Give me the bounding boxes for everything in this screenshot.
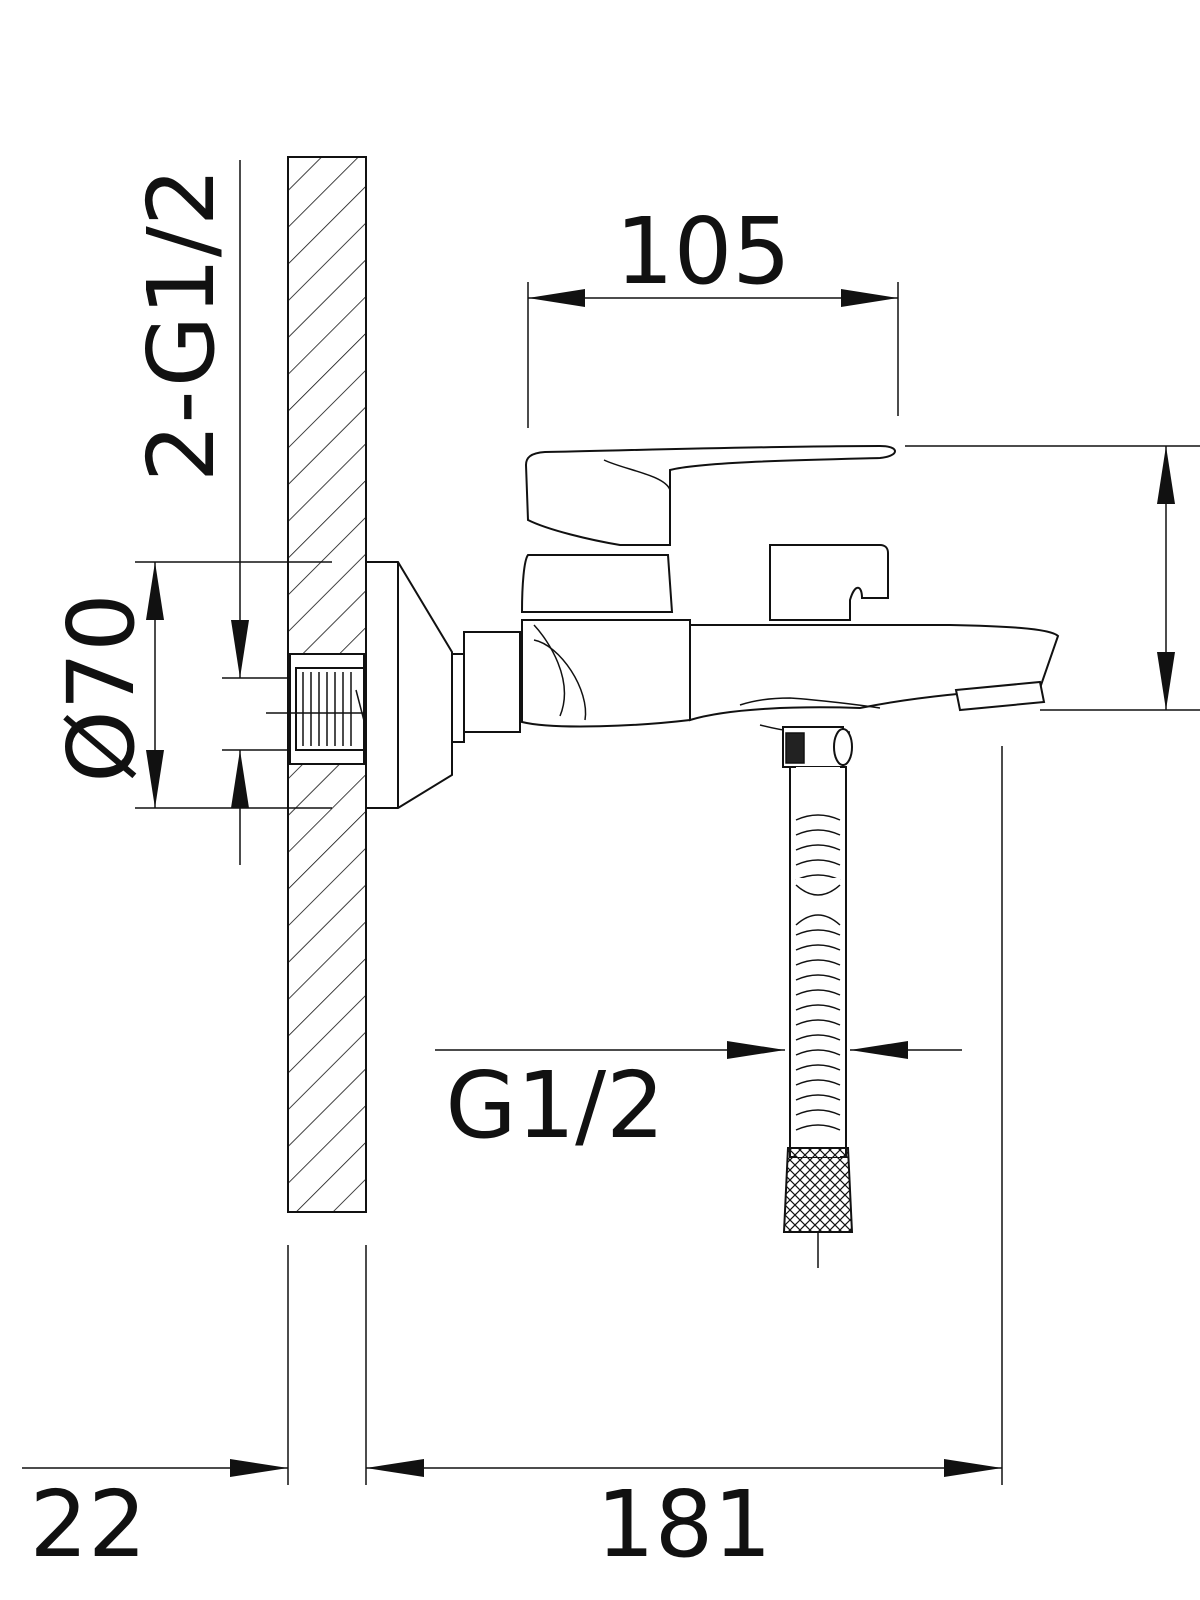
label-22: 22 bbox=[29, 1471, 146, 1578]
shower-hose bbox=[782, 766, 854, 1268]
threaded-inlet bbox=[266, 653, 390, 765]
dimension-76: 76 bbox=[905, 445, 1200, 711]
dimension-g1-2-hose: G1/2 bbox=[435, 1041, 962, 1159]
label-diameter-70: Ø70 bbox=[48, 593, 155, 782]
label-105: 105 bbox=[615, 198, 791, 305]
dimension-diameter-70: Ø70 bbox=[48, 561, 332, 809]
dimension-22: 22 bbox=[22, 1245, 367, 1578]
mixer-body bbox=[520, 444, 1060, 768]
dimension-105: 105 bbox=[527, 198, 899, 428]
label-2-g1-2: 2-G1/2 bbox=[128, 168, 235, 482]
label-g1-2: G1/2 bbox=[445, 1052, 664, 1159]
wall-flange bbox=[365, 561, 521, 809]
dimension-2-g1-2: 2-G1/2 bbox=[128, 160, 290, 865]
label-76: 76 bbox=[1190, 519, 1200, 636]
dimension-181: 181 bbox=[366, 746, 1003, 1578]
label-181: 181 bbox=[596, 1471, 772, 1578]
